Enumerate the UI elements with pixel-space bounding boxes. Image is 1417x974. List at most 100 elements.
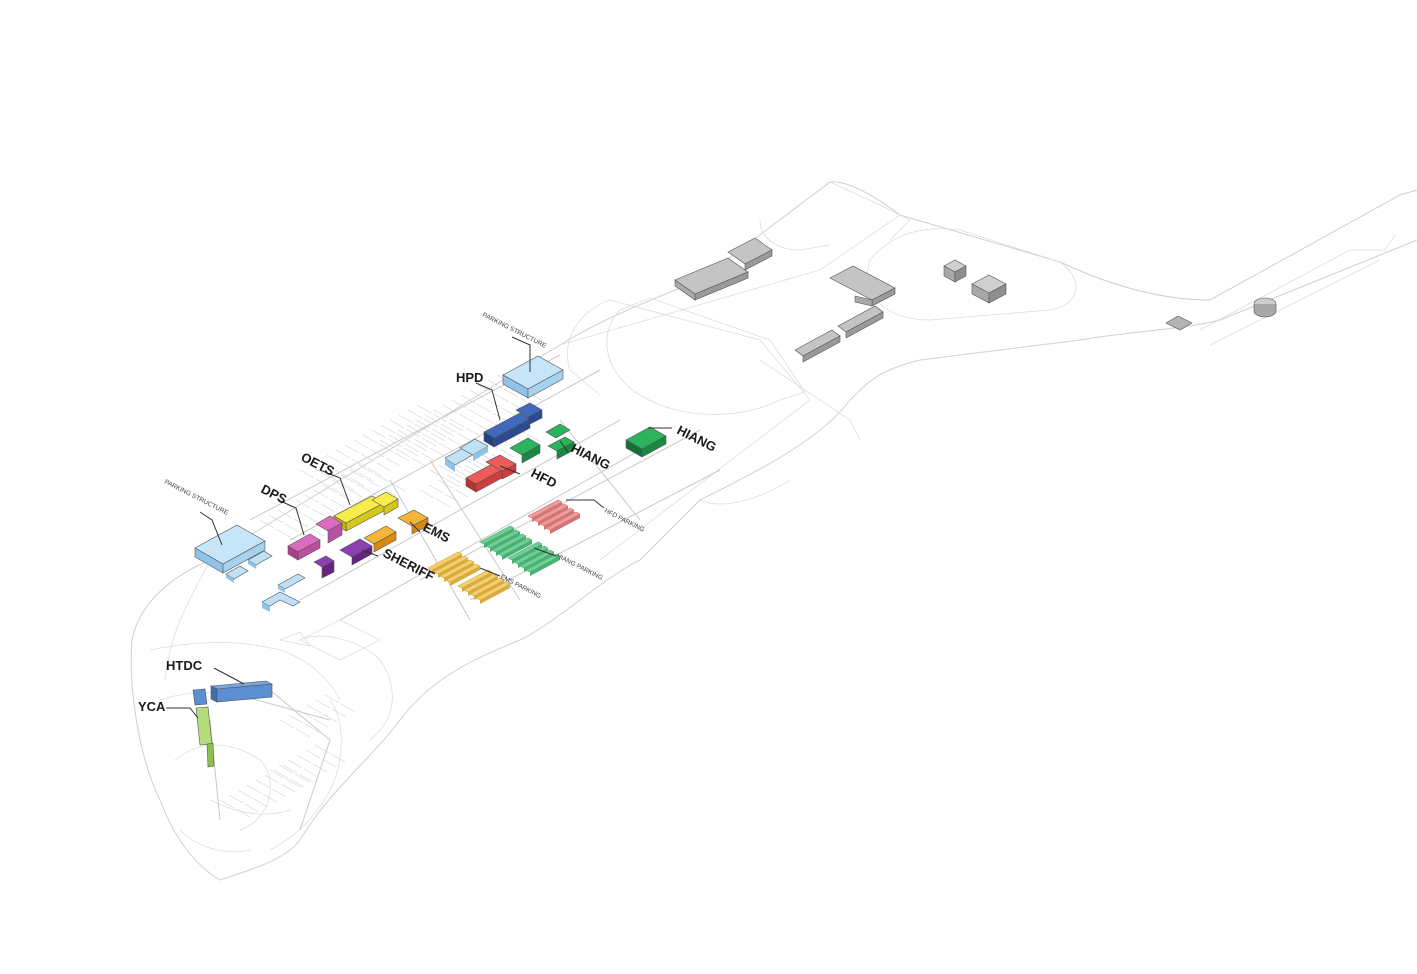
parking-stall-line [320, 503, 336, 513]
parking-stall-line [246, 784, 262, 794]
parking-stall-line [321, 758, 337, 768]
parking-stall-line [259, 519, 275, 529]
parking-stall-line [275, 528, 291, 538]
parking-stall-line [465, 427, 481, 437]
parking-stall-line [324, 473, 340, 483]
parking-stall-line [485, 398, 501, 408]
parking-bar-side [530, 556, 560, 576]
parking-stall-line [280, 783, 296, 793]
parking-stall-line [279, 719, 295, 729]
parking-stall-line [478, 384, 494, 394]
parking-stall-line [440, 423, 456, 433]
parking-stall-line [293, 518, 309, 528]
parking-stall-line [380, 424, 396, 434]
leader-lines [166, 336, 672, 719]
parking-structure-west [194, 524, 266, 574]
parking-stall-line [449, 418, 465, 428]
parking-stall-line [235, 808, 251, 818]
label-hiang-2: HIANG [675, 422, 719, 454]
parking-stall-line [467, 408, 483, 418]
parking-stall-line [501, 407, 517, 417]
parking-stall-line [405, 428, 421, 438]
parking-stall-line [367, 467, 383, 477]
parking-stall-line [311, 508, 327, 518]
parking-stall-line [285, 778, 301, 788]
parking-stall-line [351, 458, 367, 468]
parking-stall-line [406, 424, 422, 434]
parking-stall-line [437, 479, 453, 489]
parking-stall-line [387, 438, 403, 448]
parking-stall-line [464, 464, 480, 474]
parking-stall-line [330, 753, 346, 763]
parking-stall-line [526, 433, 542, 443]
hfd-parking [527, 499, 581, 534]
label-hiang-parking: HIANG PARKING [555, 553, 604, 582]
parking-stall-line [360, 453, 376, 463]
parking-structure-north [502, 355, 564, 399]
label-hpd: HPD [456, 370, 483, 385]
parking-stall-line [446, 474, 462, 484]
parking-stall-line [237, 789, 253, 799]
parking-stall-line [420, 452, 436, 462]
parking-stall-line [483, 417, 499, 427]
existing-tower [971, 274, 1007, 304]
parking-stall-line [394, 452, 410, 462]
parking-stall-line [344, 444, 360, 454]
parking-stall-line [453, 488, 469, 498]
parking-stall-line [297, 709, 313, 719]
parking-stall-line [379, 439, 395, 449]
parking-stall-line [262, 793, 278, 803]
parking-stall-line [340, 703, 356, 713]
parking-stall-line [422, 433, 438, 443]
parking-stall-line [277, 509, 293, 519]
parking-stall-line [349, 477, 365, 487]
parking-stall-line [456, 432, 472, 442]
parking-stall-line [487, 379, 503, 389]
parking-stall-line [302, 513, 318, 523]
parking-stall-line [331, 708, 347, 718]
parking-stall-line [278, 764, 294, 774]
parking-stall-line [273, 769, 289, 779]
parking-stall-line [308, 464, 324, 474]
parking-stall-line [398, 414, 414, 424]
label-sheriff: SHERIFF [381, 545, 437, 584]
parking-bar-side [502, 540, 532, 560]
parking-stall-line [315, 478, 331, 488]
parking-stall-line [412, 442, 428, 452]
parking-stall-line [356, 483, 372, 493]
parking-bar-side [450, 566, 480, 586]
parking-stall-line [411, 457, 427, 467]
parking-bar-side [550, 514, 580, 534]
ems-building [363, 509, 429, 553]
parking-stall-line [219, 799, 235, 809]
parking-stall-line [317, 459, 333, 469]
parking-stall-line [376, 462, 392, 472]
parking-stall-line [389, 419, 405, 429]
parking-stall-line [429, 469, 445, 479]
parking-stall-line [299, 469, 315, 479]
parking-stall-line [385, 457, 401, 467]
parking-stall-line [448, 422, 464, 432]
parking-stall-line [304, 723, 320, 733]
parking-stall-line [331, 487, 347, 497]
parking-stall-line [365, 478, 381, 488]
parking-stall-line [442, 404, 458, 414]
parking-stall-line [329, 498, 345, 508]
parking-stall-line [444, 493, 460, 503]
parking-stall-line [253, 798, 269, 808]
parking-stall-line [494, 393, 510, 403]
parking-stall-line [324, 694, 340, 704]
parking-stall-line [304, 494, 320, 504]
htdc-building [192, 680, 274, 706]
hfd-building [465, 454, 517, 493]
parking-bar-side [480, 584, 510, 604]
parking-stall-line [428, 484, 444, 494]
parking-stall-line [460, 394, 476, 404]
existing-buildings [674, 237, 1277, 363]
parking-stall-line [371, 429, 387, 439]
parking-stall-line [404, 443, 420, 453]
parking-stall-line [390, 482, 406, 492]
parking-stall-line [413, 438, 429, 448]
label-parking-structure-west: PARKING STRUCTURE [163, 479, 230, 518]
label-hiang-1: HIANG [569, 440, 613, 472]
